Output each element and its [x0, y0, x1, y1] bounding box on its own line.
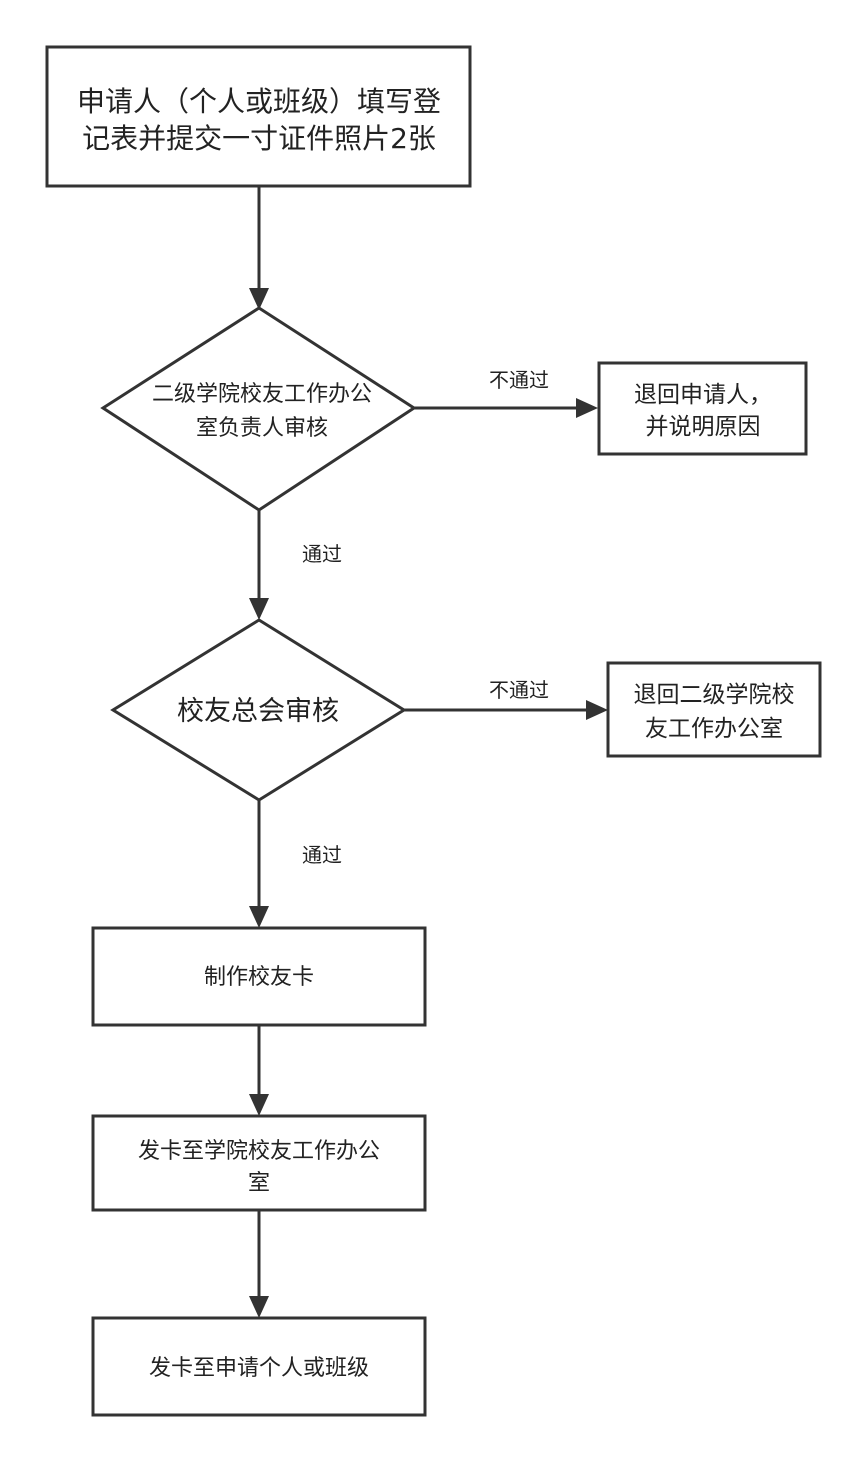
- arrowhead-down-5: [249, 1296, 269, 1318]
- decision1-diamond: [100, 306, 417, 512]
- send-applicant-label: 发卡至申请个人或班级: [149, 1356, 369, 1381]
- reject2-box: [606, 661, 822, 758]
- send-college-label-line1: 发卡至学院校友工作办公: [138, 1139, 380, 1164]
- reject1-label-line1: 退回申请人，: [634, 382, 772, 408]
- arrowhead-down-3: [249, 906, 269, 928]
- edge-label-d1-fail: 不通过: [489, 368, 549, 392]
- reject1-label-line2: 并说明原因: [646, 414, 761, 440]
- reject1-box: [597, 361, 808, 456]
- send-college-box: [91, 1114, 427, 1212]
- reject2-label-line1: 退回二级学院校: [634, 682, 795, 708]
- decision2-diamond: [110, 618, 407, 802]
- arrowhead-down-2: [249, 598, 269, 620]
- reject2-label-line2: 友工作办公室: [645, 716, 783, 742]
- arrowhead-right-1: [576, 398, 598, 418]
- edge-label-d2-pass: 通过: [302, 843, 342, 867]
- start-label-line1: 申请人（个人或班级）填写登: [77, 85, 441, 118]
- edge-label-d2-fail: 不通过: [489, 678, 549, 702]
- send-college-label-line2: 室: [248, 1171, 270, 1196]
- decision1-label-line1: 二级学院校友工作办公: [152, 382, 372, 407]
- decision2-label: 校友总会审核: [177, 696, 339, 727]
- make-card-box: [91, 926, 427, 1027]
- start-label-line2: 记表并提交一寸证件照片2张: [82, 122, 436, 155]
- edge-label-d1-pass: 通过: [302, 542, 342, 566]
- arrowhead-down-4: [249, 1094, 269, 1116]
- start-box: [45, 45, 472, 188]
- make-card-label: 制作校友卡: [204, 965, 314, 990]
- decision1-label-line2: 室负责人审核: [196, 416, 328, 441]
- send-applicant-box: [91, 1316, 427, 1417]
- arrowhead-down-1: [249, 288, 269, 310]
- arrowhead-right-2: [586, 700, 608, 720]
